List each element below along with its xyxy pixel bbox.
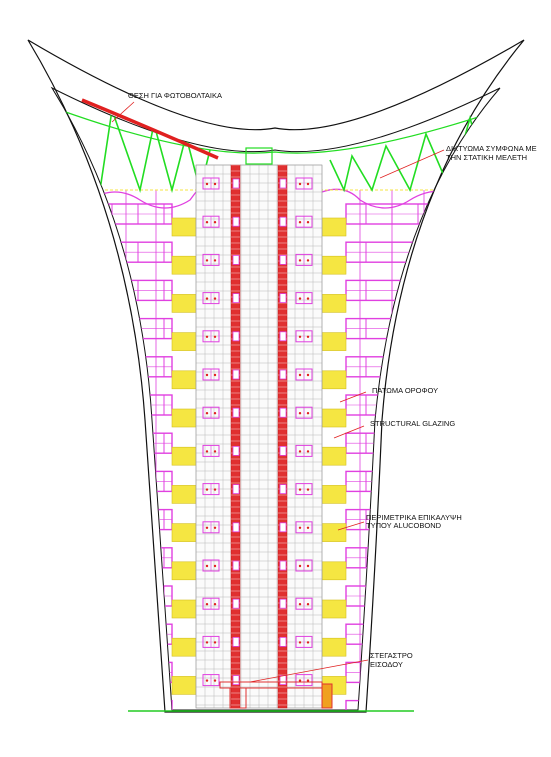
label-cladding-line1: ΠΕΡΙΜΕΤΡΙΚΑ ΕΠΙΚΑΛΥΨΗ xyxy=(366,513,462,522)
central-facade xyxy=(195,164,323,709)
label-photovoltaics: ΘΕΣΗ ΓΙΑ ΦΩΤΟΒΟΛΤΑΙΚΑ xyxy=(128,91,222,100)
label-floor-slab: ΠΑΤΩΜΑ ΟΡΟΦΟΥ xyxy=(372,386,438,395)
tower-outer-outline xyxy=(27,39,525,713)
label-glazing: STRUCTURAL GLAZING xyxy=(370,419,455,428)
tower-inner-outline xyxy=(50,86,501,711)
entrance-door xyxy=(229,687,247,709)
solar-panel-line xyxy=(81,98,219,160)
roof-box xyxy=(245,147,273,165)
label-canopy-line2: ΕΙΣΟΔΟΥ xyxy=(370,660,403,669)
label-cladding-line2: ΤΥΠΟΥ ALUCOBOND xyxy=(366,521,442,530)
label-grid-line1: ΔΙΚΤΥΩΜΑ ΣΥΜΦΩΝΑ ΜΕ xyxy=(446,144,537,153)
label-grid-line2: ΤΗΝ ΣΤΑΤΙΚΗ ΜΕΛΕΤΗ xyxy=(446,153,527,162)
side-door xyxy=(321,683,333,709)
label-canopy-line1: ΣΤΕΓΑΣΤΡΟ xyxy=(370,651,413,660)
leader-lines xyxy=(111,101,445,683)
